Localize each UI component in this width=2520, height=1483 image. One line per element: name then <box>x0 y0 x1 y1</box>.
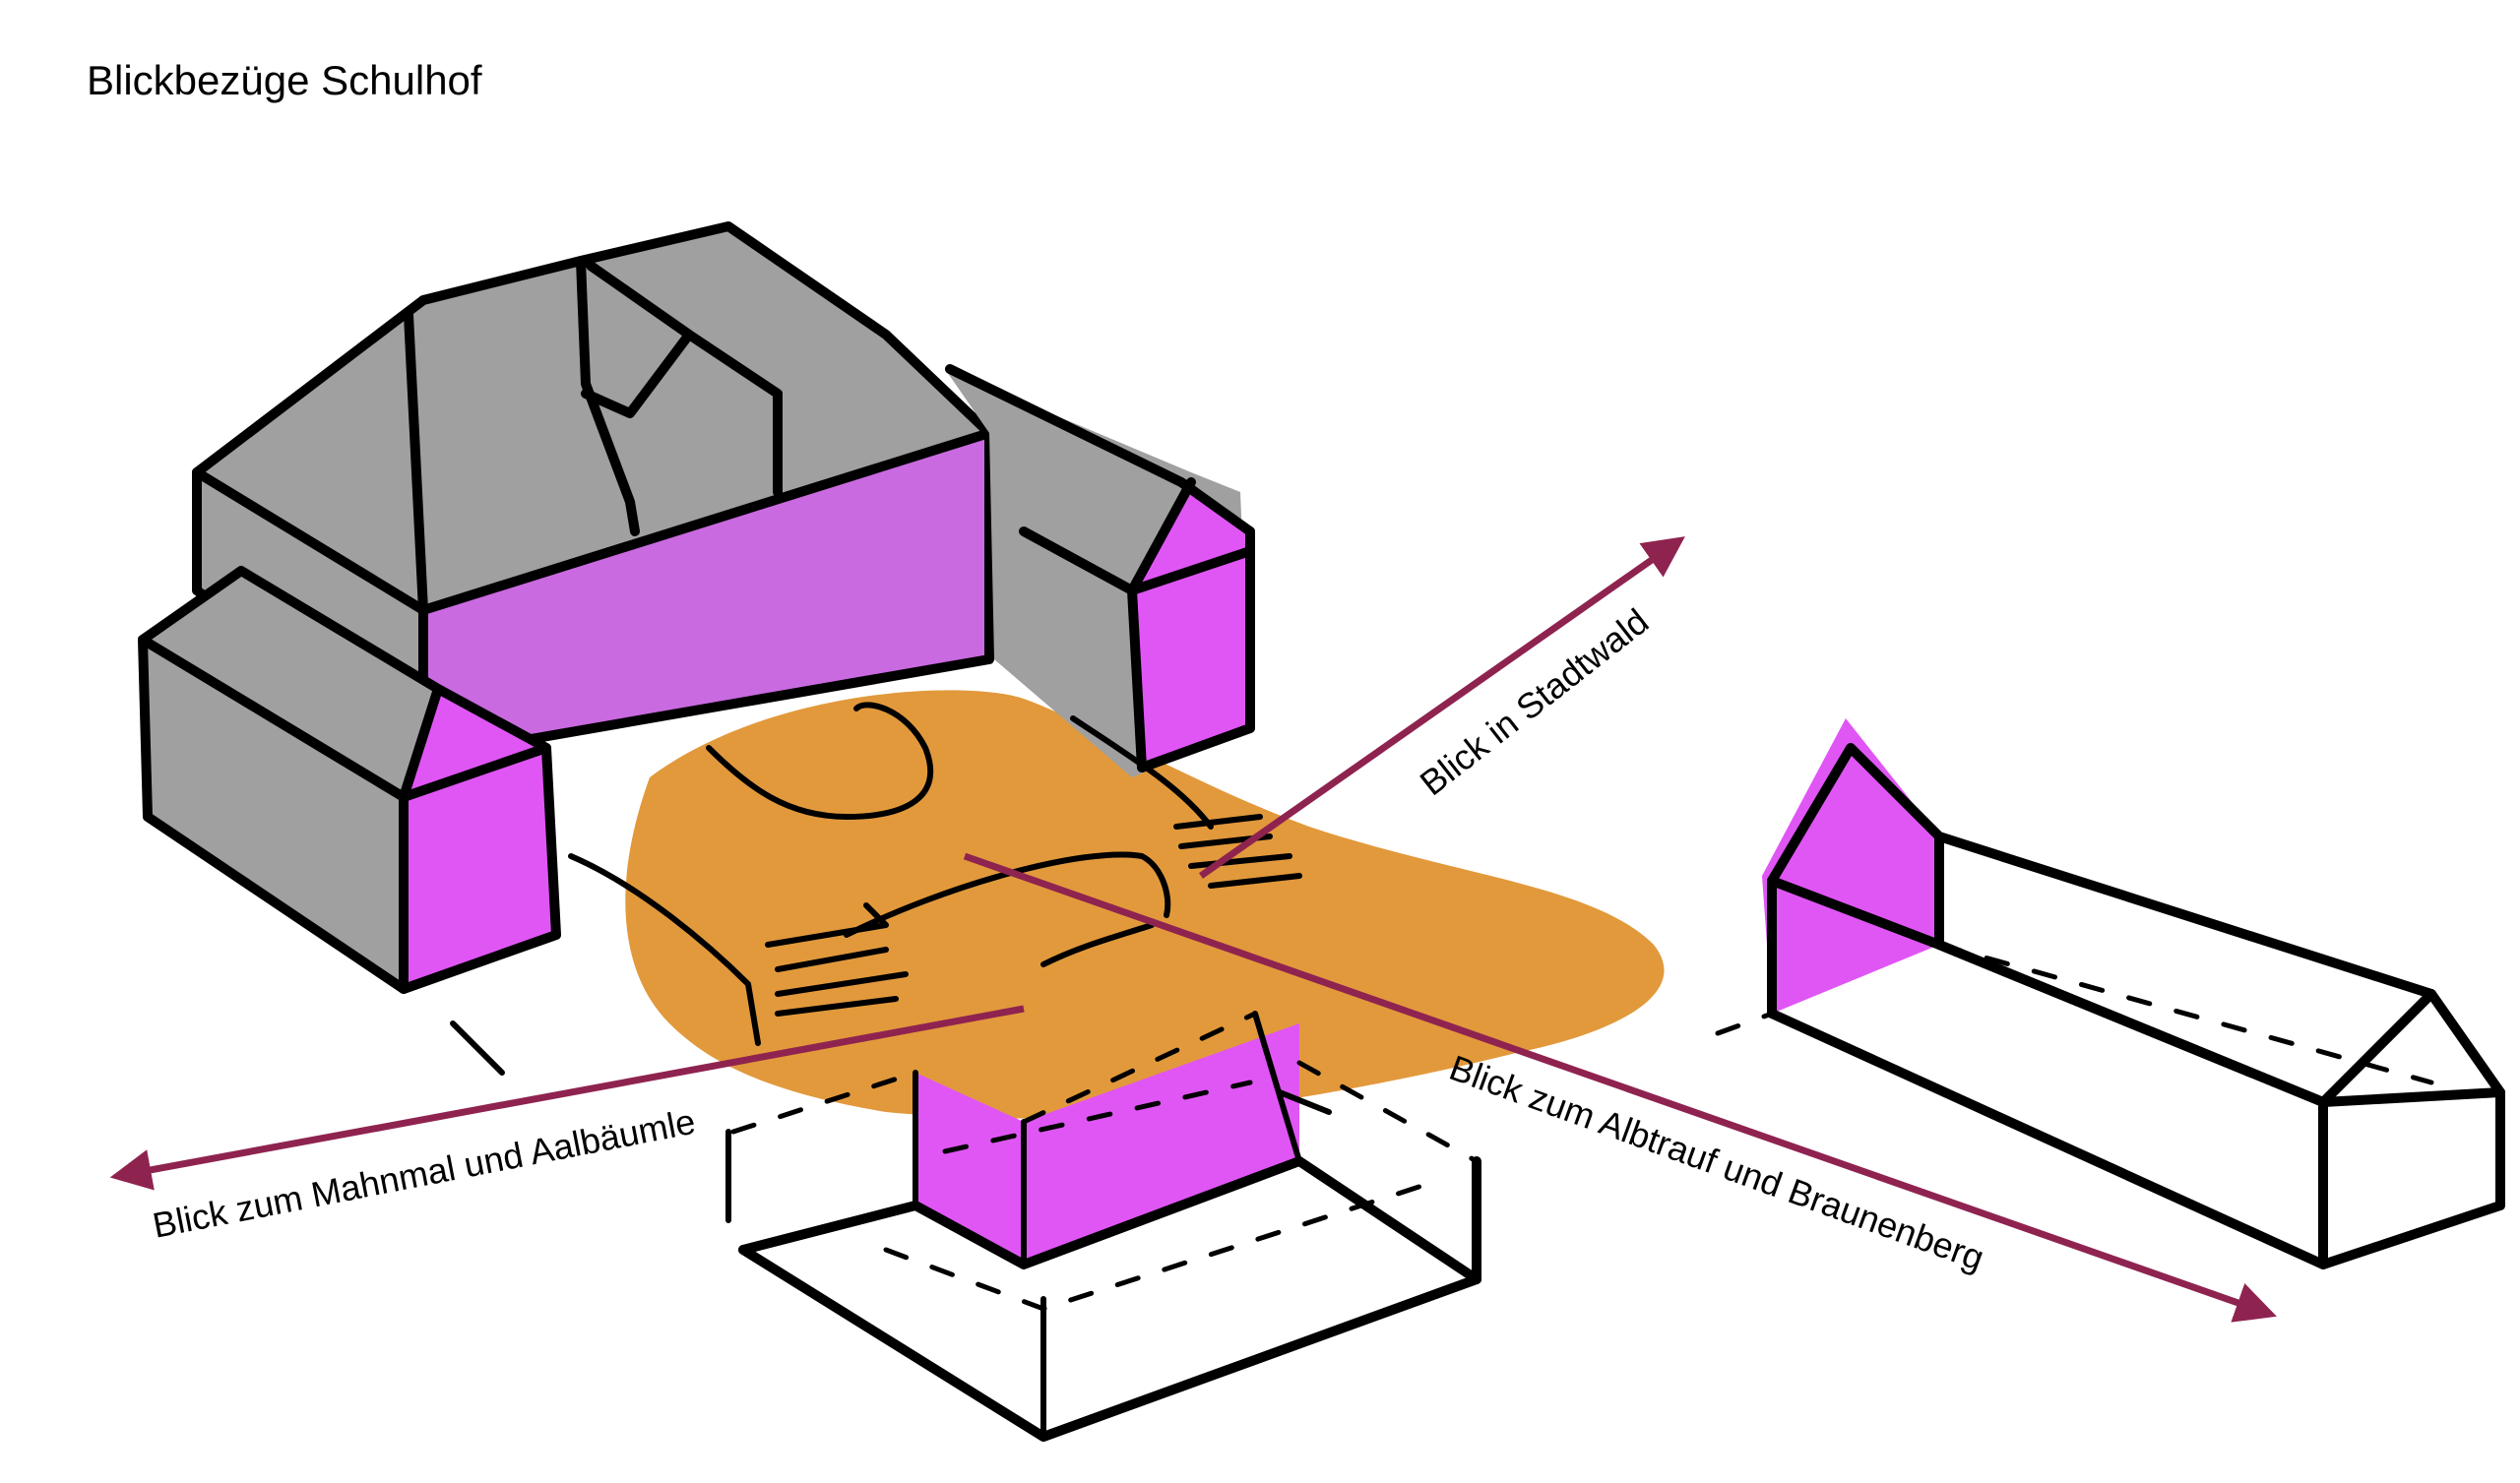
view-arrows <box>109 536 2277 1323</box>
label-view-albtrauf: Blick zum Albtrauf und Braunenberg <box>1444 1047 1989 1278</box>
arrow-mahnmal <box>109 1005 1025 1191</box>
page-title: Blickbezüge Schulhof <box>87 57 482 103</box>
main-building <box>192 221 994 763</box>
left-wing <box>138 566 561 994</box>
arrow-albtrauf <box>963 852 2277 1323</box>
arrow-stadtwald <box>1198 536 1685 879</box>
schoolyard-paths <box>450 702 1332 1115</box>
east-building <box>1715 718 2505 1269</box>
right-wing <box>945 364 1255 777</box>
front-building <box>725 1011 1481 1442</box>
